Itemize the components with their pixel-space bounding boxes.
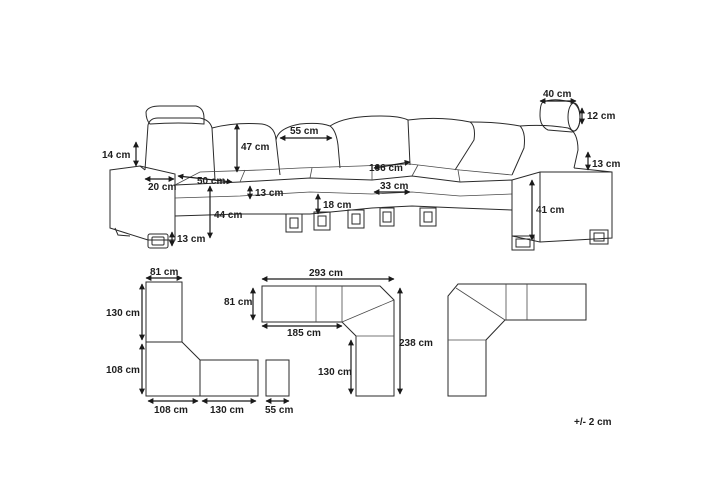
perspective-dimension-labels: 40 cm 12 cm 55 cm 47 cm 14 cm 13 cm 106 … bbox=[102, 89, 620, 245]
plan-view-left: 81 cm 130 cm 108 cm 108 cm 130 cm 55 cm bbox=[106, 267, 293, 416]
corner-width-label: 106 cm bbox=[369, 163, 403, 174]
back-cushion-4 bbox=[329, 115, 411, 166]
cushion-thickness-label: 13 cm bbox=[255, 188, 283, 199]
middle-total-width-label: 293 cm bbox=[309, 268, 343, 279]
base-height-label: 18 cm bbox=[323, 200, 351, 211]
back-cushion-5 bbox=[407, 117, 475, 171]
middle-depth-label: 81 cm bbox=[224, 297, 252, 308]
plan-view-right bbox=[447, 283, 587, 397]
headrest-length-label: 40 cm bbox=[543, 89, 571, 100]
left-corner-width-label: 108 cm bbox=[154, 405, 188, 416]
sofa-legs bbox=[114, 207, 609, 251]
back-height-label: 47 cm bbox=[241, 142, 269, 153]
ottoman-width-label: 55 cm bbox=[265, 405, 293, 416]
middle-leg-length-label: 130 cm bbox=[318, 367, 352, 378]
middle-inner-width-label: 185 cm bbox=[287, 328, 321, 339]
plan-view-middle: 293 cm 81 cm 185 cm 238 cm 130 cm bbox=[224, 268, 433, 397]
left-chaise-length-label: 130 cm bbox=[210, 405, 244, 416]
leg-height-label: 13 cm bbox=[177, 234, 205, 245]
left-upper-length-label: 130 cm bbox=[106, 308, 140, 319]
headrest-end bbox=[567, 102, 581, 132]
left-armrest bbox=[109, 165, 176, 241]
armrest-height-label: 41 cm bbox=[536, 205, 564, 216]
perspective-dimension-arrows bbox=[133, 98, 591, 247]
headrest-height-label: 12 cm bbox=[587, 111, 615, 122]
seat-depth-label: 50 cm bbox=[197, 176, 225, 187]
module-ottoman bbox=[265, 359, 290, 397]
back-cushion-3 bbox=[275, 122, 341, 169]
sofa-perspective-drawing bbox=[109, 99, 613, 251]
left-armrest-top-label: 14 cm bbox=[102, 150, 130, 161]
corner-depth-label: 33 cm bbox=[380, 181, 408, 192]
left-headrest bbox=[145, 105, 205, 125]
left-armrest-width-label: 20 cm bbox=[148, 182, 176, 193]
right-armrest-top-label: 13 cm bbox=[592, 159, 620, 170]
module-top bbox=[145, 281, 183, 343]
back-cushion-7 bbox=[519, 124, 579, 169]
back-cushion-6 bbox=[469, 121, 525, 176]
module-chaise bbox=[199, 359, 259, 397]
left-top-width-label: 81 cm bbox=[150, 267, 178, 278]
seat-height-label: 44 cm bbox=[214, 210, 242, 221]
middle-total-depth-label: 238 cm bbox=[399, 338, 433, 349]
module-corner bbox=[145, 341, 201, 397]
back-cushion-2 bbox=[211, 123, 281, 176]
tolerance-note: +/- 2 cm bbox=[574, 417, 612, 428]
left-corner-length-label: 108 cm bbox=[106, 365, 140, 376]
middle-sofa-outline bbox=[261, 285, 395, 397]
seat-back-width-label: 55 cm bbox=[290, 126, 318, 137]
back-cushion-1 bbox=[144, 117, 216, 181]
